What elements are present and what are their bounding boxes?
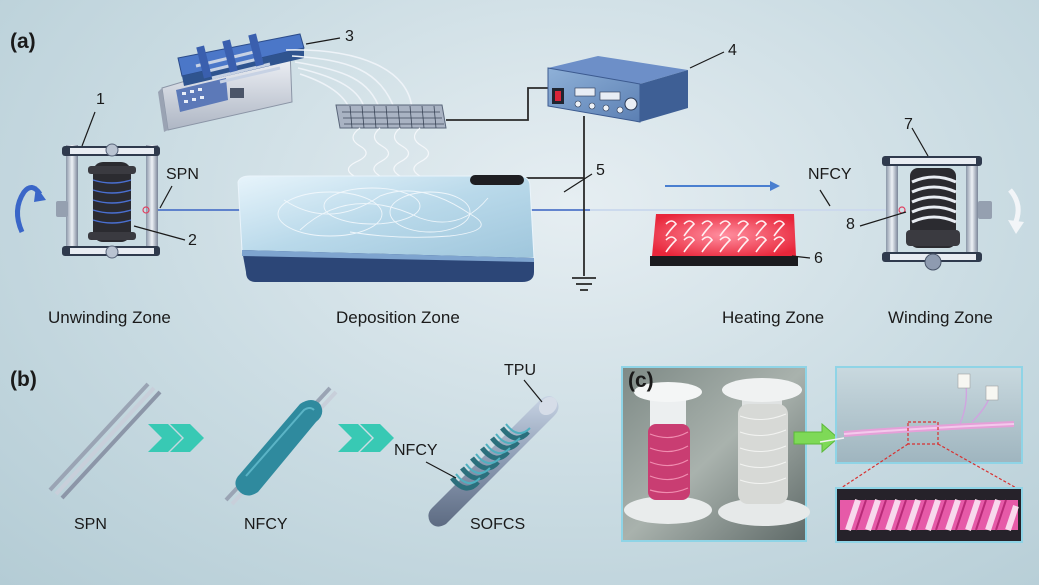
callout-lines	[81, 37, 929, 259]
sofcs-fiber-illustration	[428, 396, 559, 527]
nfcy-strand-illustration	[224, 386, 338, 506]
photo-fiber-device	[819, 366, 1023, 464]
heating-plate	[650, 214, 798, 266]
callout-6: 6	[814, 250, 823, 267]
syringe-pump	[158, 33, 305, 132]
high-voltage-power-supply	[547, 56, 688, 123]
callout-1: 1	[96, 91, 105, 108]
label-nfcy-b: NFCY	[244, 516, 288, 533]
deposition-bath	[237, 175, 535, 282]
photo-spools	[621, 366, 810, 542]
process-chevron-arrow-1	[148, 424, 204, 452]
panel-label-a: (a)	[10, 30, 36, 53]
callout-8: 8	[846, 216, 855, 233]
panel-label-b: (b)	[10, 368, 37, 391]
label-nfcy-b2: NFCY	[394, 442, 438, 459]
label-tpu: TPU	[504, 362, 536, 379]
callout-4: 4	[728, 42, 737, 59]
zone-winding: Winding Zone	[888, 308, 993, 327]
feed-tubes	[285, 49, 413, 111]
callout-7: 7	[904, 116, 913, 133]
label-spn-b: SPN	[74, 516, 107, 533]
photo-fiber-closeup	[835, 487, 1023, 543]
label-nfcy-a: NFCY	[808, 166, 852, 183]
zone-heating: Heating Zone	[722, 308, 825, 327]
process-chevron-arrow-2	[338, 424, 394, 452]
callout-3: 3	[345, 28, 354, 45]
zone-unwinding: Unwinding Zone	[48, 308, 171, 327]
winding-spool-frame	[882, 156, 1024, 271]
callout-2: 2	[188, 232, 197, 249]
label-spn-a: SPN	[166, 166, 199, 183]
callout-5: 5	[596, 162, 605, 179]
ground-connection	[520, 116, 596, 291]
panel-label-c: (c)	[628, 369, 654, 392]
spn-strand-illustration	[48, 382, 162, 500]
photo-arrow	[793, 422, 839, 454]
label-sofcs: SOFCS	[470, 516, 526, 533]
unwinding-spool-frame	[15, 143, 160, 259]
zone-deposition: Deposition Zone	[336, 308, 460, 327]
